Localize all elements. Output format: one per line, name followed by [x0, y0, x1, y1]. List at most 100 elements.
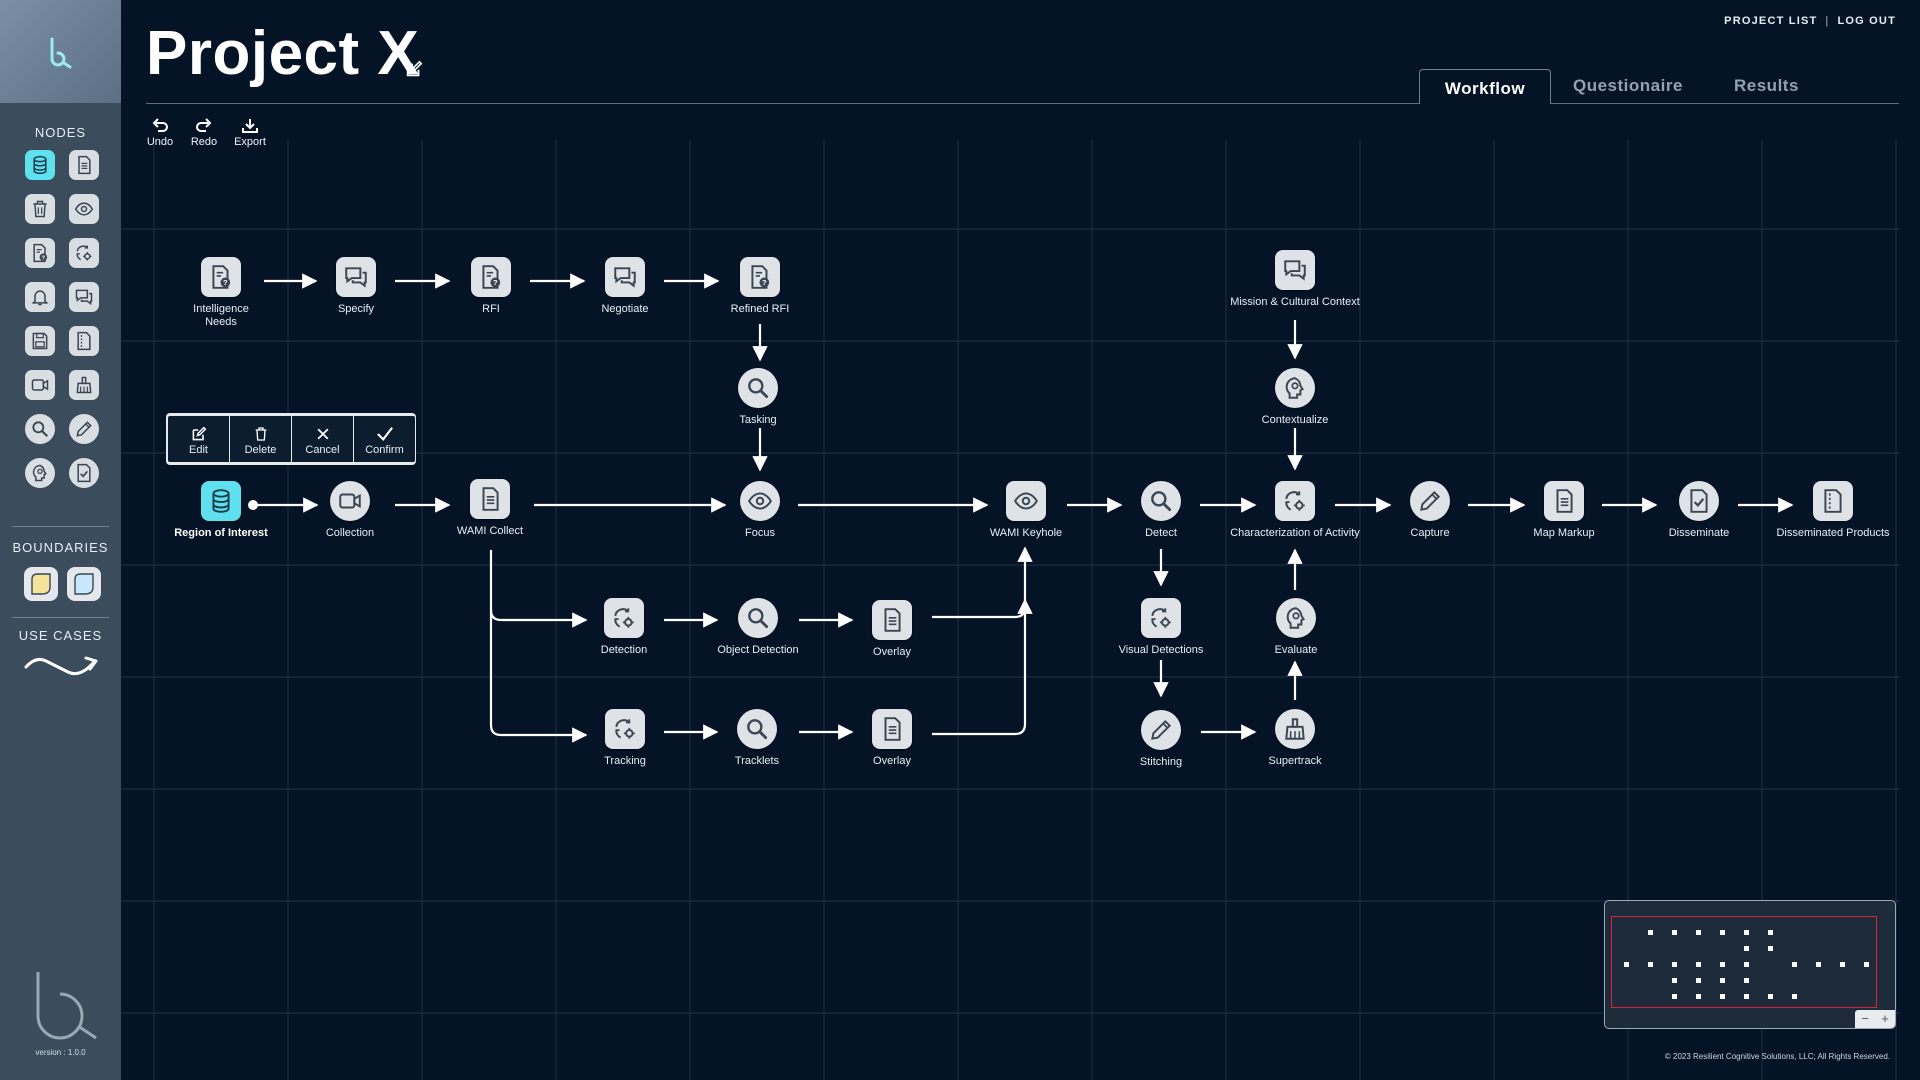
minimap-node	[1768, 930, 1773, 935]
checked-doc-icon[interactable]	[69, 458, 99, 488]
node-capture[interactable]: Capture	[1365, 481, 1495, 540]
node-label: WAMI Collect	[456, 525, 524, 537]
node-intelligence-needs[interactable]: Intelligence Needs	[156, 257, 286, 329]
node-label: Tracking	[604, 755, 646, 767]
minimap-node	[1672, 978, 1677, 983]
node-label: Overlay	[873, 755, 911, 767]
node-focus[interactable]: Focus	[695, 481, 825, 540]
app-logo[interactable]	[0, 0, 121, 103]
node-collection[interactable]: Collection	[285, 481, 415, 540]
bell-icon[interactable]	[25, 282, 55, 312]
sidebar-divider	[12, 617, 109, 618]
node-rfi[interactable]: RFI	[426, 257, 556, 316]
process-icon	[1141, 598, 1181, 638]
tab-questionaire[interactable]: Questionaire	[1573, 76, 1683, 95]
minimap-node	[1840, 962, 1845, 967]
node-tracking[interactable]: Tracking	[560, 709, 690, 768]
database-icon[interactable]	[25, 150, 55, 180]
node-wami-keyhole[interactable]: WAMI Keyhole	[961, 481, 1091, 540]
node-disseminated-products[interactable]: Disseminated Products	[1768, 481, 1898, 540]
node-negotiate[interactable]: Negotiate	[560, 257, 690, 316]
undo-button[interactable]: Undo	[142, 118, 178, 148]
node-label: Detect	[1145, 527, 1177, 539]
node-label: Map Markup	[1533, 527, 1595, 539]
node-context-menu: Edit Delete Cancel Confirm	[166, 413, 416, 465]
edit-title-icon[interactable]	[405, 60, 423, 78]
node-object-detection[interactable]: Object Detection	[693, 598, 823, 657]
redo-button[interactable]: Redo	[186, 118, 222, 148]
minimap-node	[1720, 994, 1725, 999]
minimap-node	[1816, 962, 1821, 967]
chat-icon[interactable]	[69, 282, 99, 312]
confirm-label: Confirm	[365, 444, 404, 456]
minimap[interactable]: − +	[1604, 900, 1896, 1029]
project-list-link[interactable]: PROJECT LIST	[1724, 15, 1818, 27]
process-icon	[1275, 481, 1315, 521]
pencil-icon[interactable]	[69, 414, 99, 444]
node-label: Focus	[745, 527, 775, 539]
node-refined-rfi[interactable]: Refined RFI	[695, 257, 825, 316]
edit-button[interactable]: Edit	[168, 416, 229, 462]
search-icon	[1141, 481, 1181, 521]
minimap-viewport[interactable]	[1611, 916, 1877, 1008]
node-label: Intelligence Needs	[193, 303, 249, 328]
node-characterization[interactable]: Characterization of Activity	[1230, 481, 1360, 540]
node-overlay-detection[interactable]: Overlay	[827, 600, 957, 659]
search-icon[interactable]	[25, 414, 55, 444]
sweep-icon[interactable]	[69, 370, 99, 400]
node-region-of-interest[interactable]: Region of Interest	[156, 481, 286, 540]
search-icon	[738, 368, 778, 408]
node-supertrack[interactable]: Supertrack	[1230, 709, 1360, 768]
brain-icon[interactable]	[25, 458, 55, 488]
header-divider	[146, 103, 1899, 104]
tab-workflow[interactable]: Workflow	[1419, 69, 1551, 104]
cancel-button[interactable]: Cancel	[292, 416, 353, 462]
question-doc-icon[interactable]	[25, 238, 55, 268]
use-case-arrow-icon[interactable]	[24, 650, 100, 680]
node-stitching[interactable]: Stitching	[1096, 710, 1226, 769]
boundary-yellow-icon[interactable]	[24, 567, 58, 601]
node-tasking[interactable]: Tasking	[693, 368, 823, 427]
node-evaluate[interactable]: Evaluate	[1231, 598, 1361, 657]
boundary-blue-icon[interactable]	[67, 567, 101, 601]
node-overlay-tracking[interactable]: Overlay	[827, 709, 957, 768]
export-button[interactable]: Export	[232, 118, 268, 148]
zoom-in-button[interactable]: +	[1881, 1011, 1889, 1026]
node-detection[interactable]: Detection	[559, 598, 689, 657]
node-wami-collect[interactable]: WAMI Collect	[425, 479, 555, 538]
database-icon	[201, 481, 241, 521]
node-mission-context[interactable]: Mission & Cultural Context	[1230, 250, 1360, 309]
tab-results[interactable]: Results	[1734, 76, 1799, 95]
eye-icon	[1006, 481, 1046, 521]
process-icon[interactable]	[69, 238, 99, 268]
minimap-node	[1672, 930, 1677, 935]
pencil-icon	[1410, 481, 1450, 521]
brain-icon	[1276, 598, 1316, 638]
node-visual-detections[interactable]: Visual Detections	[1096, 598, 1226, 657]
log-out-link[interactable]: LOG OUT	[1837, 15, 1896, 27]
camera-icon[interactable]	[25, 370, 55, 400]
nav-separator: |	[1825, 15, 1830, 27]
node-map-markup[interactable]: Map Markup	[1499, 481, 1629, 540]
node-specify[interactable]: Specify	[291, 257, 421, 316]
document-icon	[1544, 481, 1584, 521]
eye-icon[interactable]	[69, 194, 99, 224]
confirm-button[interactable]: Confirm	[354, 416, 415, 462]
save-icon[interactable]	[25, 326, 55, 356]
node-contextualize[interactable]: Contextualize	[1230, 368, 1360, 427]
document-icon[interactable]	[69, 150, 99, 180]
page-icon[interactable]	[69, 326, 99, 356]
sidebar: NODES BOUNDARIES USE CASES version : 1.0…	[0, 0, 121, 1080]
minimap-node	[1696, 930, 1701, 935]
export-label: Export	[234, 136, 266, 148]
trash-icon[interactable]	[25, 194, 55, 224]
zoom-out-button[interactable]: −	[1861, 1011, 1869, 1026]
node-tracklets[interactable]: Tracklets	[692, 709, 822, 768]
node-detect[interactable]: Detect	[1096, 481, 1226, 540]
undo-label: Undo	[146, 136, 174, 148]
node-disseminate[interactable]: Disseminate	[1634, 481, 1764, 540]
use-cases-heading: USE CASES	[18, 628, 103, 643]
delete-button[interactable]: Delete	[230, 416, 291, 462]
node-label: Specify	[337, 303, 375, 315]
